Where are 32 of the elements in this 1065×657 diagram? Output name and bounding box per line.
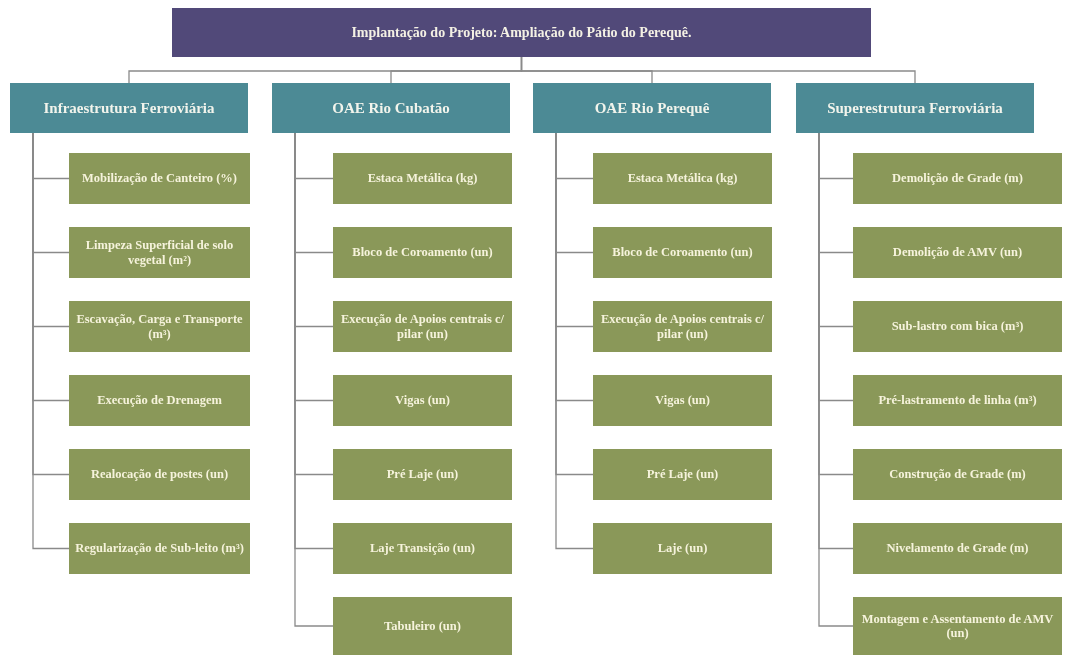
task-box: Execução de Drenagem: [69, 375, 250, 426]
task-box: Demolição de AMV (un): [853, 227, 1062, 278]
task-box: Vigas (un): [333, 375, 512, 426]
task-box: Regularização de Sub-leito (m³): [69, 523, 250, 574]
task-box: Nivelamento de Grade (m): [853, 523, 1062, 574]
task-box: Sub-lastro com bica (m³): [853, 301, 1062, 352]
task-box: Execução de Apoios centrais c/ pilar (un): [593, 301, 772, 352]
task-box: Tabuleiro (un): [333, 597, 512, 655]
task-box: Estaca Metálica (kg): [333, 153, 512, 204]
task-box: Bloco de Coroamento (un): [593, 227, 772, 278]
root-box: Implantação do Projeto: Ampliação do Pátio do Perequê.: [172, 8, 871, 57]
category-box: Superestrutura Ferroviária: [796, 83, 1034, 133]
task-box: Bloco de Coroamento (un): [333, 227, 512, 278]
task-box: Laje (un): [593, 523, 772, 574]
task-box: Escavação, Carga e Transporte (m³): [69, 301, 250, 352]
task-box: Montagem e Assentamento de AMV (un): [853, 597, 1062, 655]
task-box: Pré Laje (un): [333, 449, 512, 500]
task-box: Limpeza Superficial de solo vegetal (m²): [69, 227, 250, 278]
task-box: Laje Transição (un): [333, 523, 512, 574]
task-box: Realocação de postes (un): [69, 449, 250, 500]
connector-line: [520, 56, 916, 84]
category-box: OAE Rio Cubatão: [272, 83, 510, 133]
task-box: Execução de Apoios centrais c/ pilar (un): [333, 301, 512, 352]
task-box: Demolição de Grade (m): [853, 153, 1062, 204]
category-box: Infraestrutura Ferroviária: [10, 83, 248, 133]
task-box: Pré-lastramento de linha (m³): [853, 375, 1062, 426]
task-box: Vigas (un): [593, 375, 772, 426]
task-box: Construção de Grade (m): [853, 449, 1062, 500]
category-box: OAE Rio Perequê: [533, 83, 771, 133]
task-box: Pré Laje (un): [593, 449, 772, 500]
task-box: Estaca Metálica (kg): [593, 153, 772, 204]
task-box: Mobilização de Canteiro (%): [69, 153, 250, 204]
